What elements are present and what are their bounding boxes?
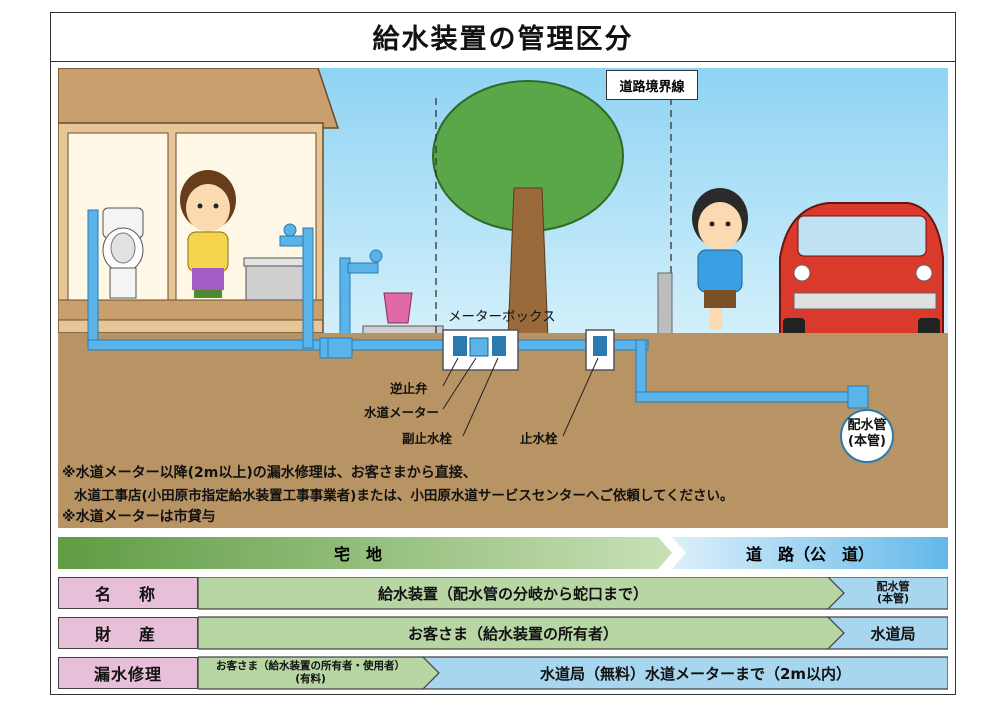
page-title: 給水装置の管理区分 (50, 12, 956, 62)
row-property-right: 水道局 (870, 624, 916, 643)
toilet (102, 207, 144, 299)
zone-bands (58, 537, 948, 569)
leader-lines (442, 357, 599, 437)
zone-private-label: 宅 地 (333, 545, 382, 564)
row-repair-left: お客さま（給水装置の所有者・使用者） (有料) (198, 657, 423, 689)
row-name-right-2: (本管) (876, 592, 910, 605)
note-line-2: 水道工事店(小田原市指定給水装置工事事業者)または、小田原水道サービスセンターへ… (74, 488, 734, 504)
row-name-right: 配水管 (本管) (838, 577, 948, 609)
row-label-name: 名 称 (58, 577, 198, 609)
meter-box-label: メーターボックス (448, 309, 556, 325)
main-pipe (840, 385, 894, 463)
water-pipe (87, 209, 859, 403)
row-name-left: 給水装置（配水管の分岐から蛇口まで） (377, 584, 648, 603)
stop-valve-box (585, 329, 615, 371)
row-property-left: お客さま（給水装置の所有者） (407, 624, 618, 643)
private-band (58, 537, 672, 569)
row-name-right-1: 配水管 (876, 580, 910, 593)
main-pipe-label-line2: (本管) (848, 434, 886, 449)
table-row-name: 名 称 給水装置（配水管の分岐から蛇口まで） 配水管 (本管) (58, 577, 948, 609)
main-pipe-label: 配水管 (本管) (845, 418, 889, 450)
tree (432, 80, 624, 339)
zone-public-label: 道 路（公 道） (745, 545, 874, 564)
label-water-meter: 水道メーター (364, 405, 440, 420)
boy-walking (692, 188, 748, 330)
table-row-property: 財 産 お客さま（給水装置の所有者） 水道局 (58, 617, 948, 649)
row-repair-left-1: お客さま（給水装置の所有者・使用者） (216, 660, 405, 672)
public-band (672, 537, 948, 569)
car (779, 202, 944, 340)
label-sub-stopcock: 副止水栓 (402, 431, 453, 446)
table-row-repair: 漏水修理 お客さま（給水装置の所有者・使用者） (有料) 水道局（無料）水道メー… (58, 657, 948, 689)
table-bands (198, 577, 948, 690)
boundary-label: 道路境界線 (606, 70, 698, 100)
row-repair-right: 水道局（無料）水道メーターまで（2m以内） (539, 664, 852, 683)
wall-post (657, 272, 673, 339)
note-line-1: ※水道メーター以降(2m以上)の漏水修理は、お客さまから直接、 (62, 465, 477, 481)
sink (243, 257, 311, 301)
bucket (383, 292, 413, 324)
main-pipe-label-line1: 配水管 (847, 418, 887, 433)
row-repair-left-2: (有料) (295, 673, 326, 685)
note-line-3: ※水道メーターは市貸与 (62, 509, 216, 525)
label-stopcock: 止水栓 (520, 431, 558, 446)
row-label-repair: 漏水修理 (58, 657, 198, 689)
label-check-valve: 逆止弁 (390, 381, 428, 396)
boy-washing (180, 170, 236, 298)
illustration (58, 68, 948, 528)
row-label-property: 財 産 (58, 617, 198, 649)
